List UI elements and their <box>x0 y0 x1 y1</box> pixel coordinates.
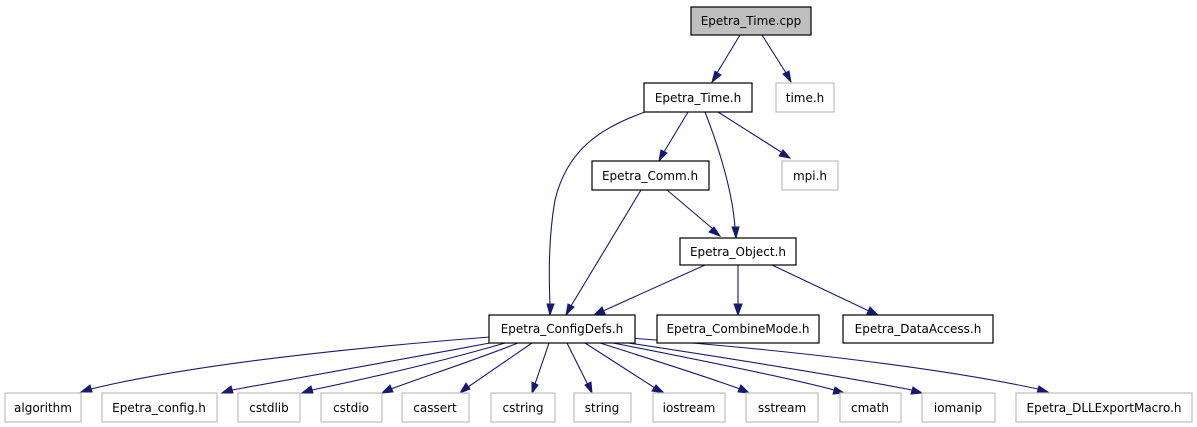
edge-epetra-time-h-to-mpi-h <box>717 111 792 159</box>
edge-epetra-comm-h-to-epetra-object-h <box>666 189 722 237</box>
node-epetra-time-h-label: Epetra_Time.h <box>655 91 741 105</box>
node-epetra-combinemode-h[interactable]: Epetra_CombineMode.h <box>656 314 820 344</box>
edge-epetra-comm-h-to-epetra-configdefs-h <box>565 189 642 317</box>
node-epetra-time-cpp: Epetra_Time.cpp <box>690 6 812 36</box>
edge-epetra-configdefs-h-to-string <box>566 342 593 395</box>
edge-epetra-configdefs-h-to-algorithm <box>79 336 491 393</box>
edge-epetra-configdefs-h-to-cstdlib <box>300 342 506 394</box>
node-cmath: cmath <box>839 392 902 423</box>
node-cstring: cstring <box>490 392 556 423</box>
edge-epetra-configdefs-h-to-sstream <box>599 342 751 394</box>
node-cstdio-label: cstdio <box>333 401 369 415</box>
node-algorithm: algorithm <box>4 392 82 423</box>
node-epetra-configdefs-h[interactable]: Epetra_ConfigDefs.h <box>488 314 636 344</box>
edge-epetra-time-h-to-epetra-comm-h <box>658 111 689 163</box>
edge-epetra-object-h-to-epetra-configdefs-h <box>592 264 706 316</box>
edge-epetra-configdefs-h-to-iomanip <box>621 341 924 395</box>
node-string: string <box>573 392 632 423</box>
node-cstdlib-label: cstdlib <box>249 401 288 415</box>
node-cassert: cassert <box>401 392 470 423</box>
edge-epetra-configdefs-h-to-cstdio <box>380 342 519 394</box>
node-iostream: iostream <box>652 392 726 423</box>
node-sstream-label: sstream <box>758 401 806 415</box>
node-algorithm-label: algorithm <box>14 401 72 415</box>
node-mpi-h-label: mpi.h <box>793 169 827 183</box>
node-epetra-dataaccess-h[interactable]: Epetra_DataAccess.h <box>842 314 994 344</box>
node-iostream-label: iostream <box>663 401 716 415</box>
edge-epetra-configdefs-h-to-iostream <box>584 342 666 394</box>
node-epetra-dataaccess-h-label: Epetra_DataAccess.h <box>855 322 982 336</box>
node-iomanip-label: iomanip <box>934 401 982 415</box>
edge-epetra-object-h-to-epetra-combinemode-h <box>733 265 743 317</box>
node-epetra-time-h[interactable]: Epetra_Time.h <box>643 82 753 113</box>
node-iomanip: iomanip <box>921 392 996 423</box>
edge-epetra-time-h-to-epetra-configdefs-h <box>546 111 646 317</box>
edge-epetra-configdefs-h-to-cmath <box>612 342 846 395</box>
edge-epetra-object-h-to-epetra-dataaccess-h <box>771 264 880 316</box>
node-string-label: string <box>585 401 619 415</box>
edges <box>79 34 1050 395</box>
edge-epetra-configdefs-h-to-cstring <box>531 342 550 395</box>
edge-epetra-time-h-to-epetra-object-h <box>704 111 740 240</box>
node-epetra-config-h: Epetra_config.h <box>101 392 218 423</box>
edge-epetra-configdefs-h-to-epetra-dllexportmacro-h <box>629 337 1050 394</box>
node-mpi-h: mpi.h <box>781 160 839 191</box>
node-epetra-dllexportmacro-h-label: Epetra_DLLExportMacro.h <box>1027 401 1182 415</box>
node-epetra-combinemode-h-label: Epetra_CombineMode.h <box>666 322 809 336</box>
node-epetra-comm-h[interactable]: Epetra_Comm.h <box>591 160 710 191</box>
node-epetra-configdefs-h-label: Epetra_ConfigDefs.h <box>501 322 624 336</box>
node-epetra-time-cpp-label: Epetra_Time.cpp <box>701 14 802 28</box>
node-epetra-config-h-label: Epetra_config.h <box>112 401 206 415</box>
edge-epetra-time-cpp-to-epetra-time-h <box>711 34 741 84</box>
node-cassert-label: cassert <box>413 401 457 415</box>
node-epetra-comm-h-label: Epetra_Comm.h <box>602 169 698 183</box>
edge-epetra-configdefs-h-to-epetra-config-h <box>220 341 496 394</box>
edge-epetra-configdefs-h-to-cassert <box>458 342 533 395</box>
nodes: Epetra_Time.cpp Epetra_Time.h time.h Epe… <box>4 6 1193 423</box>
node-cstdio: cstdio <box>320 392 383 423</box>
node-epetra-dllexportmacro-h: Epetra_DLLExportMacro.h <box>1015 392 1193 423</box>
node-cstdlib: cstdlib <box>237 392 301 423</box>
node-cstring-label: cstring <box>502 401 543 415</box>
node-epetra-object-h-label: Epetra_Object.h <box>690 245 786 259</box>
edge-epetra-time-cpp-to-time-h <box>761 34 792 84</box>
node-time-h-label: time.h <box>786 91 825 105</box>
node-time-h: time.h <box>775 82 835 113</box>
node-cmath-label: cmath <box>851 401 889 415</box>
node-sstream: sstream <box>745 392 819 423</box>
node-epetra-object-h[interactable]: Epetra_Object.h <box>679 237 797 266</box>
